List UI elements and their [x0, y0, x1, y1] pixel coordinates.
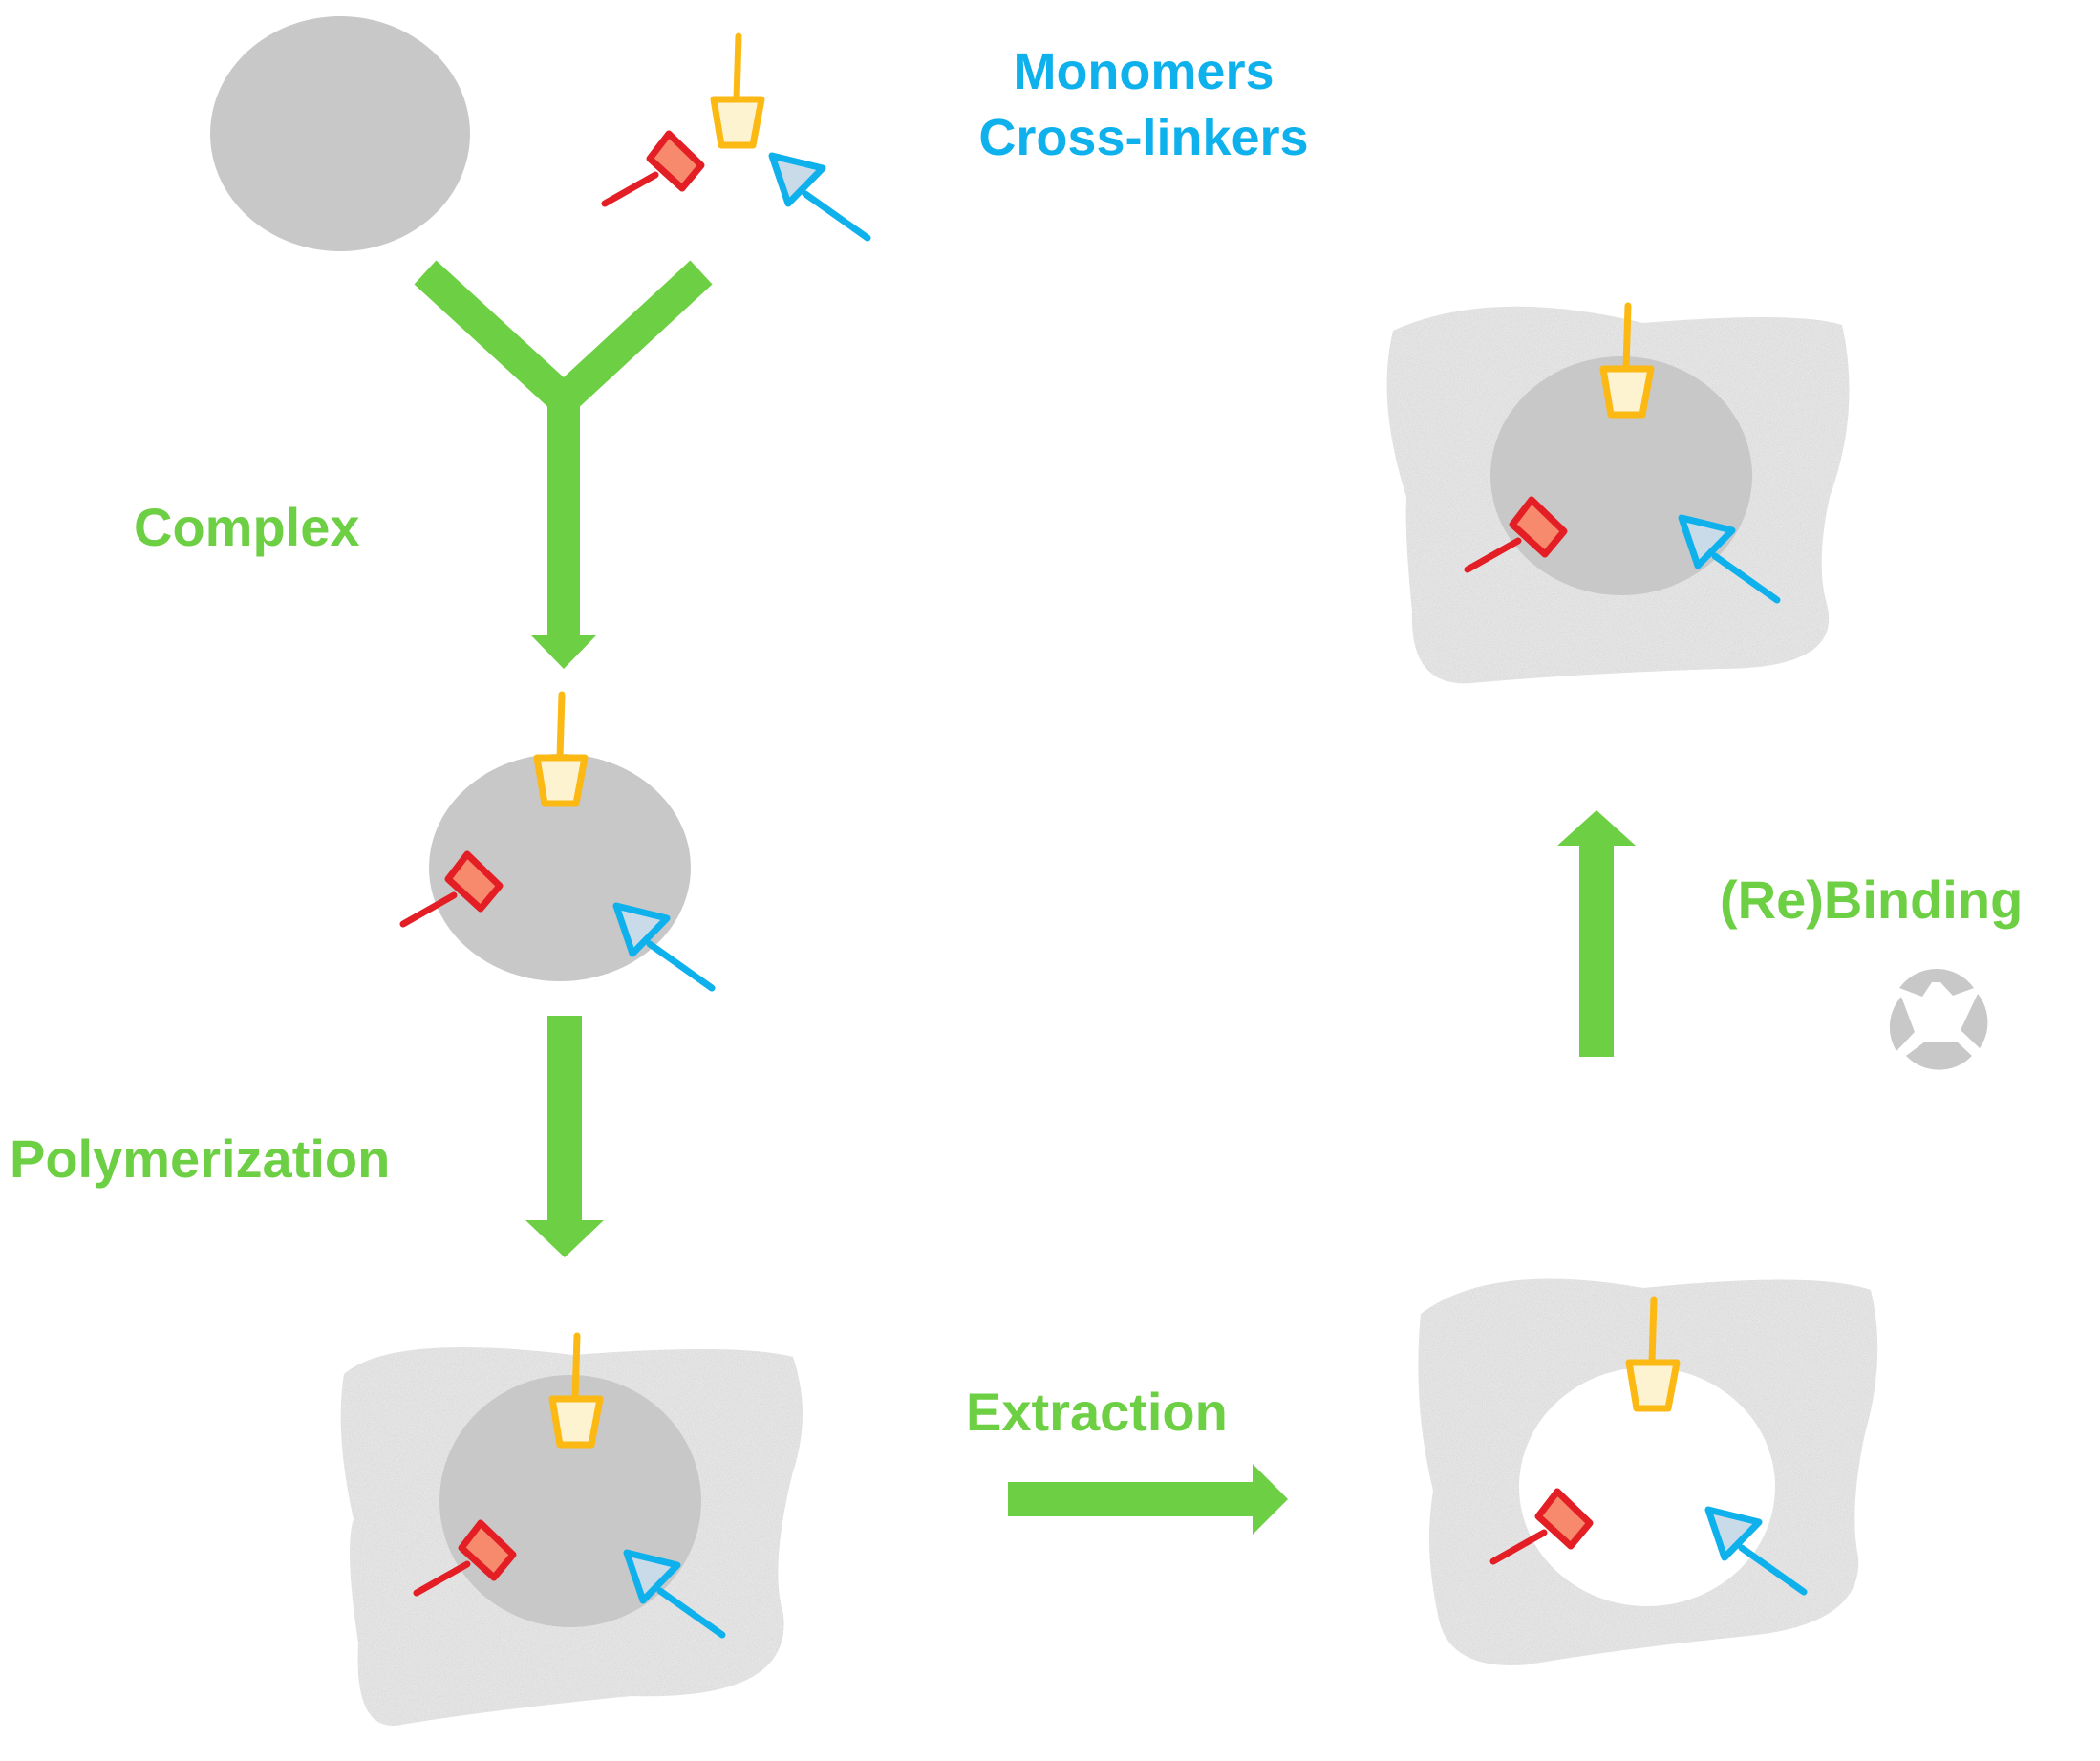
rebound-polymer	[1386, 306, 1850, 684]
imprinted-cavity	[1418, 1278, 1878, 1665]
rebinding-label: (Re)Binding	[1720, 870, 2023, 930]
polymerization-label: Polymerization	[10, 1128, 390, 1189]
polymer-with-template	[340, 1336, 803, 1726]
complex-orange-monomer-icon	[537, 695, 585, 804]
crosslinkers-label: Cross-linkers	[978, 109, 1308, 166]
polymerization-arrow	[525, 1016, 604, 1257]
template-fragment-icon	[1889, 968, 1988, 1070]
monomer-red-diamond-icon	[605, 134, 701, 204]
monomers-label: Monomers	[1013, 43, 1274, 100]
extraction-label: Extraction	[966, 1382, 1228, 1442]
complex-label: Complex	[134, 497, 360, 557]
complex-blue-monomer-icon	[616, 906, 712, 988]
complex-arrow	[414, 260, 713, 669]
template-molecule	[210, 16, 470, 251]
extraction-arrow	[1008, 1464, 1288, 1535]
monomer-orange-cup-icon	[714, 36, 761, 145]
rebinding-arrow	[1557, 810, 1636, 1057]
pre-polymerization-complex	[403, 695, 712, 988]
monomer-blue-arrow-icon	[772, 156, 868, 238]
